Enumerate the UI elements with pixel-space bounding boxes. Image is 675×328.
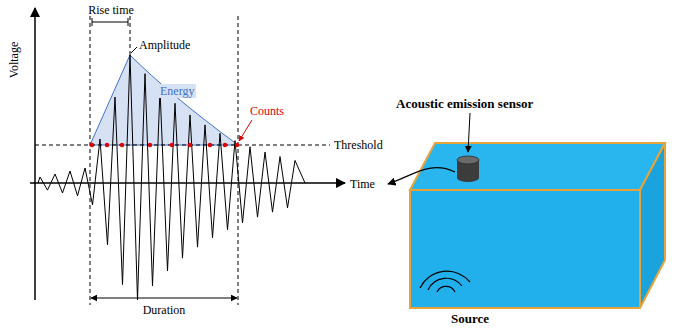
axis-label: Time (350, 177, 375, 191)
counts-leader (239, 120, 252, 141)
axis-label: Voltage (7, 42, 21, 78)
count-dot (208, 143, 212, 147)
block-side (640, 143, 665, 308)
source-label: Source (451, 311, 489, 326)
count-dot (148, 143, 152, 147)
source-wave (437, 286, 455, 292)
voltage-axis (34, 8, 36, 300)
count-dot (188, 143, 192, 147)
sensor-top (457, 156, 479, 164)
sensor-body (457, 174, 479, 182)
rise-time-bracket (92, 22, 128, 23)
count-dot (170, 143, 174, 147)
count-dots (90, 143, 239, 147)
threshold-line (35, 145, 330, 146)
guide-line (130, 16, 131, 55)
count-dot (223, 143, 227, 147)
amplitude-label: Amplitude (139, 38, 190, 52)
rise-time-label: Rise time (88, 3, 134, 17)
time-axis (30, 182, 345, 184)
count-dot (90, 143, 94, 147)
guide-line (238, 16, 239, 305)
rise-time-bracket (128, 18, 129, 26)
source-wave (420, 271, 470, 288)
counts-label: Counts (250, 104, 284, 118)
sensor-label: Acoustic emission sensor (396, 96, 533, 111)
count-dot (105, 143, 109, 147)
guide-line (90, 16, 91, 305)
threshold-label: Threshold (334, 138, 383, 152)
duration-label: Duration (143, 303, 186, 317)
signal-arrow (388, 168, 455, 184)
source-wave (428, 278, 462, 290)
amplitude-leader (131, 47, 137, 53)
count-dot (235, 143, 239, 147)
duration-bracket (91, 298, 237, 299)
waveform-line (38, 55, 305, 300)
block-front (410, 190, 640, 308)
waveform (38, 55, 305, 300)
sensor-leader (468, 113, 470, 152)
rise-time-bracket (92, 18, 93, 26)
energy-area (90, 55, 238, 145)
count-dot (120, 143, 124, 147)
energy-label: Energy (158, 84, 196, 98)
block-top (410, 143, 665, 190)
